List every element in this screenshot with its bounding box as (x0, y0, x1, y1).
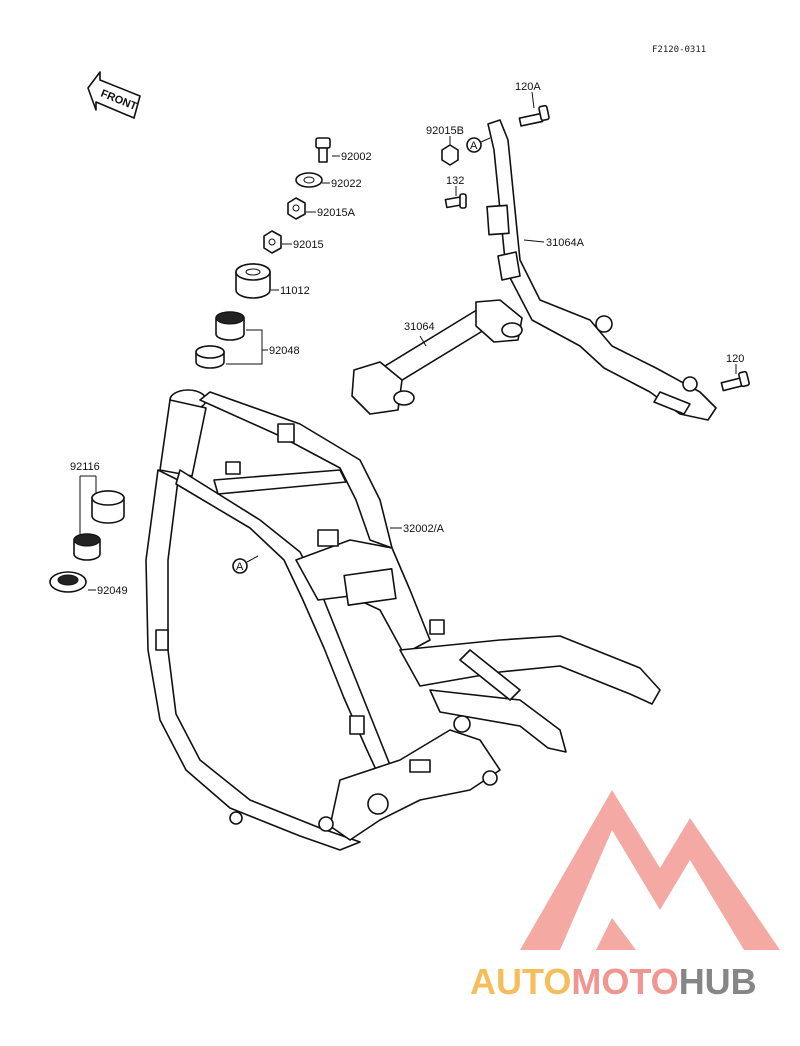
watermark-logo-icon (520, 790, 780, 950)
automotohub-watermark: AUTOMOTOHUB (470, 790, 780, 1002)
label-120A: 120A (515, 81, 541, 93)
label-92049: 92049 (97, 585, 128, 597)
nut-92015A-icon (287, 197, 306, 220)
bearing-92116-icon (73, 490, 125, 561)
crossmember-31064 (351, 299, 523, 415)
label-92002: 92002 (341, 151, 372, 163)
bolt-120A-icon (518, 104, 550, 127)
bolt-132-icon (444, 193, 467, 209)
diagram-code: F2120-0311 (652, 45, 706, 55)
label-92015A: 92015A (317, 207, 356, 219)
bearing-92048-icon (195, 311, 245, 369)
nut-92015-icon (263, 230, 282, 254)
label-92022: 92022 (331, 178, 362, 190)
watermark-text: AUTOMOTOHUB (470, 961, 757, 1002)
label-31064A: 31064A (546, 237, 585, 249)
label-11012: 11012 (280, 285, 310, 297)
seal-92049-icon (49, 571, 87, 593)
label-32002A: 32002/A (403, 523, 445, 535)
ref-marker-a-right: A (466, 137, 482, 153)
label-92015B: 92015B (426, 125, 464, 137)
washer-92022-icon (295, 172, 323, 188)
label-92015: 92015 (293, 239, 324, 251)
front-arrow-icon: FRONT (87, 71, 141, 119)
label-92048: 92048 (269, 345, 300, 357)
label-120: 120 (726, 353, 744, 365)
bolt-120-icon (720, 370, 750, 392)
label-31064: 31064 (404, 321, 435, 333)
nut-92015B-icon (441, 144, 459, 166)
svg-text:A: A (470, 140, 478, 152)
main-frame-32002A (145, 389, 661, 851)
label-92116: 92116 (70, 461, 100, 473)
downtube-31064A (486, 119, 717, 421)
label-132: 132 (446, 175, 464, 187)
cap-11012-icon (235, 263, 271, 299)
bolt-92002-icon (315, 137, 331, 163)
svg-text:A: A (236, 561, 244, 573)
ref-marker-a-left: A (232, 558, 248, 574)
